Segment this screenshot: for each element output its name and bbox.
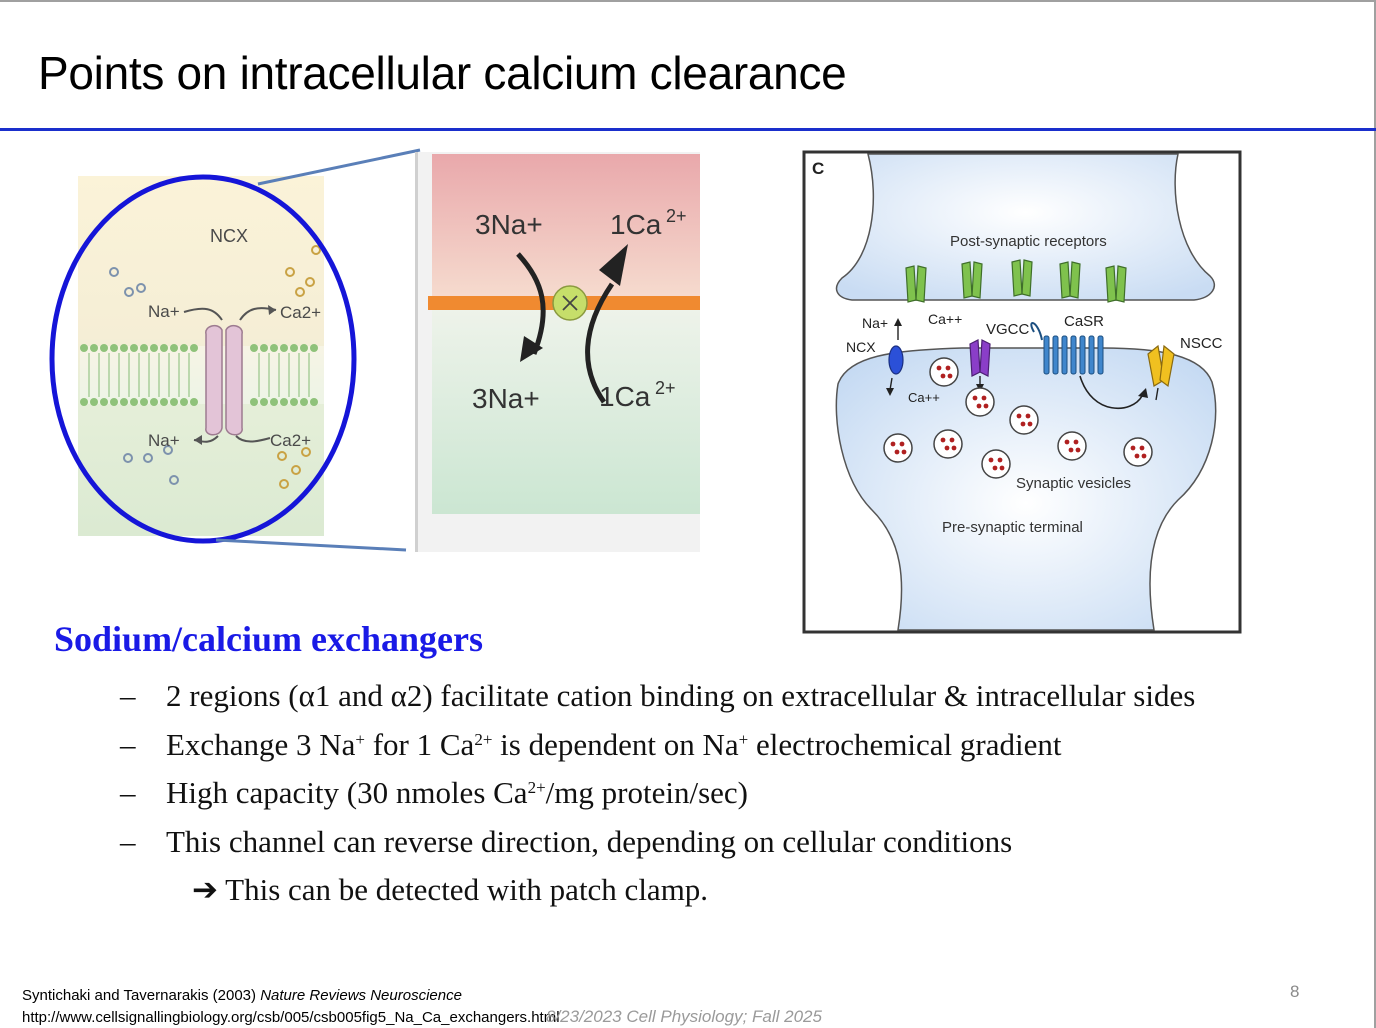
ca-top-label: Ca++: [928, 311, 962, 327]
panel-letter: C: [812, 159, 824, 178]
ca-arrow: [585, 282, 615, 404]
section-heading: Sodium/calcium exchangers: [54, 619, 483, 659]
postsynaptic-cell: [835, 153, 1215, 301]
page-number: 8: [1290, 982, 1300, 1001]
bullet-superscript: +: [355, 729, 365, 749]
bullet-superscript: +: [738, 729, 749, 749]
bullet-item: –2 regions (α1 and α2) facilitate cation…: [120, 672, 1195, 721]
sub-bullet: ➔ This can be detected with patch clamp.: [192, 872, 709, 907]
synaptic-vesicles: [883, 357, 1153, 479]
na-label: Na+: [862, 315, 888, 331]
zoom-3na-top: 3Na+: [475, 209, 543, 240]
ca-top-label: Ca2+: [280, 303, 321, 322]
bullet-dash: –: [120, 726, 136, 762]
ncx-transporter: [888, 345, 904, 375]
highlight-circle: [49, 174, 357, 544]
ncx-figure: NCX Na+ Ca2+ Na+ Ca2+ 3Na+ 1Ca 2+ 3Na+ 1…: [49, 148, 700, 552]
bullet-text: is dependent on Na: [492, 726, 739, 762]
zoom-1ca-bottom-sup: 2+: [655, 378, 676, 398]
post-receptors-label: Post-synaptic receptors: [950, 233, 1107, 250]
na-arrow: [516, 252, 546, 355]
ion-dots: [109, 245, 321, 489]
bullet-text: Exchange 3 Na: [166, 726, 356, 762]
zoom-line-bottom: [215, 538, 407, 552]
presynaptic-label: Pre-synaptic terminal: [942, 519, 1083, 536]
zoom-1ca-top: 1Ca: [610, 209, 662, 240]
ncx-protein: [205, 324, 243, 436]
vgcc-label: VGCC: [986, 321, 1030, 338]
synapse-figure: C Post-synaptic receptors Na+ NCX Ca++ V…: [802, 150, 1242, 634]
presynaptic-terminal: [835, 347, 1217, 631]
zoom-panel: 3Na+ 1Ca 2+ 3Na+ 1Ca 2+: [415, 152, 700, 552]
zoom-3na-bottom: 3Na+: [472, 383, 540, 414]
bullet-text: electrochemical gradient: [748, 726, 1062, 762]
zoom-1ca-bottom: 1Ca: [599, 381, 651, 412]
citation-url: http://www.cellsignallingbiology.org/csb…: [22, 1009, 560, 1026]
bullet-text: for 1 Ca: [364, 726, 475, 762]
casr-label: CaSR: [1064, 313, 1104, 330]
lipid-bilayer: [80, 344, 324, 406]
bullet-superscript: 2+: [474, 729, 493, 749]
bullet-item: –High capacity (30 nmoles Ca2+/mg protei…: [120, 769, 1195, 818]
bullet-dash: –: [120, 823, 136, 859]
ncx-label: NCX: [210, 226, 248, 246]
casr-receptor: [1043, 335, 1104, 375]
slide-title: Points on intracellular calcium clearanc…: [38, 47, 847, 99]
vgcc-channel: [969, 339, 981, 377]
bullet-superscript: 2+: [527, 778, 546, 797]
bullet-dash: –: [120, 678, 136, 713]
na-bottom-label: Na+: [148, 431, 180, 450]
bullet-text: This channel can reverse direction, depe…: [166, 823, 1013, 859]
bullet-text: High capacity (30 nmoles Ca: [166, 775, 528, 810]
bullet-dash: –: [120, 775, 136, 810]
ca-bottom-label: Ca++: [908, 390, 940, 405]
footer-course: 8/23/2023 Cell Physiology; Fall 2025: [546, 1007, 822, 1026]
bullet-item: –This channel can reverse direction, dep…: [120, 818, 1195, 867]
vesicle-contents: [890, 365, 1147, 471]
citation: Syntichaki and Tavernarakis (2003) Natur…: [22, 984, 462, 1008]
ca-bottom-label: Ca2+: [270, 431, 311, 450]
vesicles-label: Synaptic vesicles: [1016, 475, 1131, 492]
bullet-text: 2 regions (α1 and α2) facilitate cation …: [166, 678, 1196, 713]
bullet-item: –Exchange 3 Na+ for 1 Ca2+ is dependent …: [120, 721, 1195, 770]
title-underline: [0, 128, 1376, 131]
ncx-label: NCX: [846, 339, 876, 355]
citation-authors: Syntichaki and Tavernarakis (2003): [22, 987, 261, 1004]
bullet-list: –2 regions (α1 and α2) facilitate cation…: [120, 672, 1195, 866]
receptor-group: [905, 259, 1127, 303]
citation-journal: Nature Reviews Neuroscience: [260, 987, 462, 1004]
nscc-label: NSCC: [1180, 335, 1223, 352]
bullet-text: /mg protein/sec): [545, 775, 748, 810]
zoom-1ca-top-sup: 2+: [666, 206, 687, 226]
zoom-line-top: [257, 148, 421, 186]
na-top-label: Na+: [148, 302, 180, 321]
